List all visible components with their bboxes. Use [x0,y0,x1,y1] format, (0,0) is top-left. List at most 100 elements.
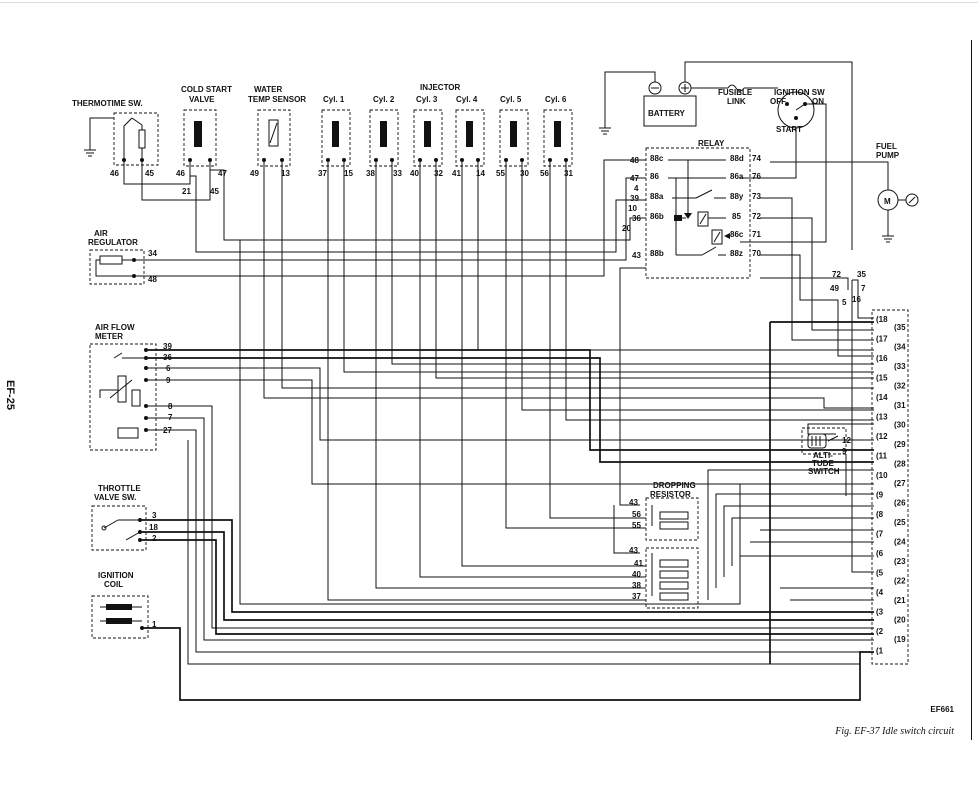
cu-left-pin: (3 [876,608,884,617]
cold-start-pin-46: 46 [176,169,185,178]
ignition-switch [740,91,827,243]
relay-term-88y: 88y [730,192,744,201]
fuel-pump-label-2: PUMP [876,151,900,160]
relay-term-88z: 88z [730,249,743,258]
air-regulator: 34 48 [89,249,157,285]
air-regulator-pin-34: 34 [148,249,157,258]
cu-right-pin: (34 [894,343,906,352]
water-pin-49: 49 [250,169,259,178]
altitude-switch-label-1: ALTI- [813,451,833,460]
control-unit-left-pins: (18(17(16(15(14(13(12(11(10(9(8(7(6(5(4(… [876,315,888,656]
cu-right-pin: (26 [894,499,906,508]
cold-start-valve-label-2: VALVE [189,95,215,104]
right-margin-rule [971,40,972,740]
cyl2-pin-38: 38 [366,169,375,178]
thermotime-pin-45: 45 [145,169,154,178]
cu-right-pin: (27 [894,479,906,488]
cyl1-pin-15: 15 [344,169,353,178]
relay-term-88b: 88b [650,249,664,258]
cyl3-pin-32: 32 [434,169,443,178]
cu-left-pin: (10 [876,471,888,480]
cu-left-pin: (14 [876,393,888,402]
dropping-lower-pin-38: 38 [632,581,641,590]
water-pin-13: 13 [281,169,290,178]
relay-pin-73: 73 [752,192,761,201]
dropping-lower-pin-37: 37 [632,592,641,601]
cu-left-pin: (7 [876,530,884,539]
relay-term-86a: 86a [730,172,744,181]
injector-cyl3: 40 32 [410,109,443,178]
air-flow-meter-label-2: METER [95,332,123,341]
air-regulator-label-2: REGULATOR [88,238,138,247]
cu-right-pin: (28 [894,460,906,469]
fuel-pump-motor-label: M [884,197,891,206]
water-temp-sensor-label-2: TEMP SENSOR [248,95,306,104]
dropping-resistor-label-1: DROPPING [653,481,696,490]
cu-right-pin: (31 [894,401,906,410]
ignition-off-label: OFF [770,97,786,106]
fuel-pump: M [770,161,919,243]
dropping-upper-pin-43: 43 [629,498,638,507]
ignition-coil-label-2: COIL [104,580,123,589]
cu-right-pin: (30 [894,421,906,430]
cu-left-pin: (5 [876,569,884,578]
air-regulator-pin-48: 48 [148,275,157,284]
relay-pin-74: 74 [752,154,761,163]
water-temp-sensor-label-1: WATER [254,85,283,94]
relay-pin-71: 71 [752,230,761,239]
cyl6-pin-31: 31 [564,169,573,178]
cyl3-pin-40: 40 [410,169,419,178]
altitude-switch-label-2: TUDE [812,459,834,468]
cu-left-pin: (4 [876,588,884,597]
cu-left-pin: (18 [876,315,888,324]
thermotime-switch-label: THERMOTIME SW. [72,99,143,108]
cyl4-pin-14: 14 [476,169,485,178]
cu-right-pin: (25 [894,518,906,527]
cyl1-label: Cyl. 1 [323,95,345,104]
injector-cyl5: 55 30 [496,109,529,178]
relay-term-86c: 86c [730,230,744,239]
cyl2-pin-33: 33 [393,169,402,178]
cu-left-pin: (12 [876,432,888,441]
cyl5-pin-30: 30 [520,169,529,178]
cu-left-pin: (2 [876,627,884,636]
cyl3-label: Cyl. 3 [416,95,438,104]
relay-term-88a: 88a [650,192,664,201]
relay-term-85: 85 [732,212,741,221]
cu-left-pin: (1 [876,647,884,656]
injector-cyl1: 37 15 [318,109,353,178]
junction-pin-7: 7 [861,284,866,293]
figure-caption: Fig. EF-37 Idle switch circuit [835,726,954,737]
cyl5-label: Cyl. 5 [500,95,522,104]
air-regulator-label-1: AIR [94,229,108,238]
figure-code: EF661 [930,705,954,714]
afm-pin-39: 39 [163,342,172,351]
relay-term-86: 86 [650,172,659,181]
junction-pin-16: 16 [852,295,861,304]
ignition-coil-pin-1: 1 [152,620,157,629]
ignition-on-label: ON [812,97,824,106]
injector-cyl6: 56 31 [540,109,573,178]
relay-term-88d: 88d [730,154,744,163]
relay-pin-4: 4 [634,184,639,193]
injector-label: INJECTOR [420,83,461,92]
water-temp-sensor: 49 13 [250,109,291,178]
cu-left-pin: (6 [876,549,884,558]
junction-pin-35: 35 [857,270,866,279]
cu-left-pin: (9 [876,491,884,500]
cyl4-label: Cyl. 4 [456,95,478,104]
relay-term-88c: 88c [650,154,664,163]
cu-left-pin: (17 [876,335,888,344]
dropping-resistor-lower: 43 41 40 38 37 [629,546,699,609]
cu-left-pin: (11 [876,452,888,461]
junction-pin-5: 5 [842,298,847,307]
top-scan-edge [0,2,978,3]
control-unit-right-pins: (35(34(33(32(31(30(29(28(27(26(25(24(23(… [894,323,906,644]
throttle-valve-switch-label-2: VALVE SW. [94,493,136,502]
throttle-valve-switch: 3 18 2 [91,505,158,551]
tvs-pin-18: 18 [149,523,158,532]
dropping-resistor-upper: 43 56 55 [629,497,699,541]
relay-pin-76: 76 [752,172,761,181]
cyl6-pin-56: 56 [540,169,549,178]
relay-pin-43: 43 [632,251,641,260]
